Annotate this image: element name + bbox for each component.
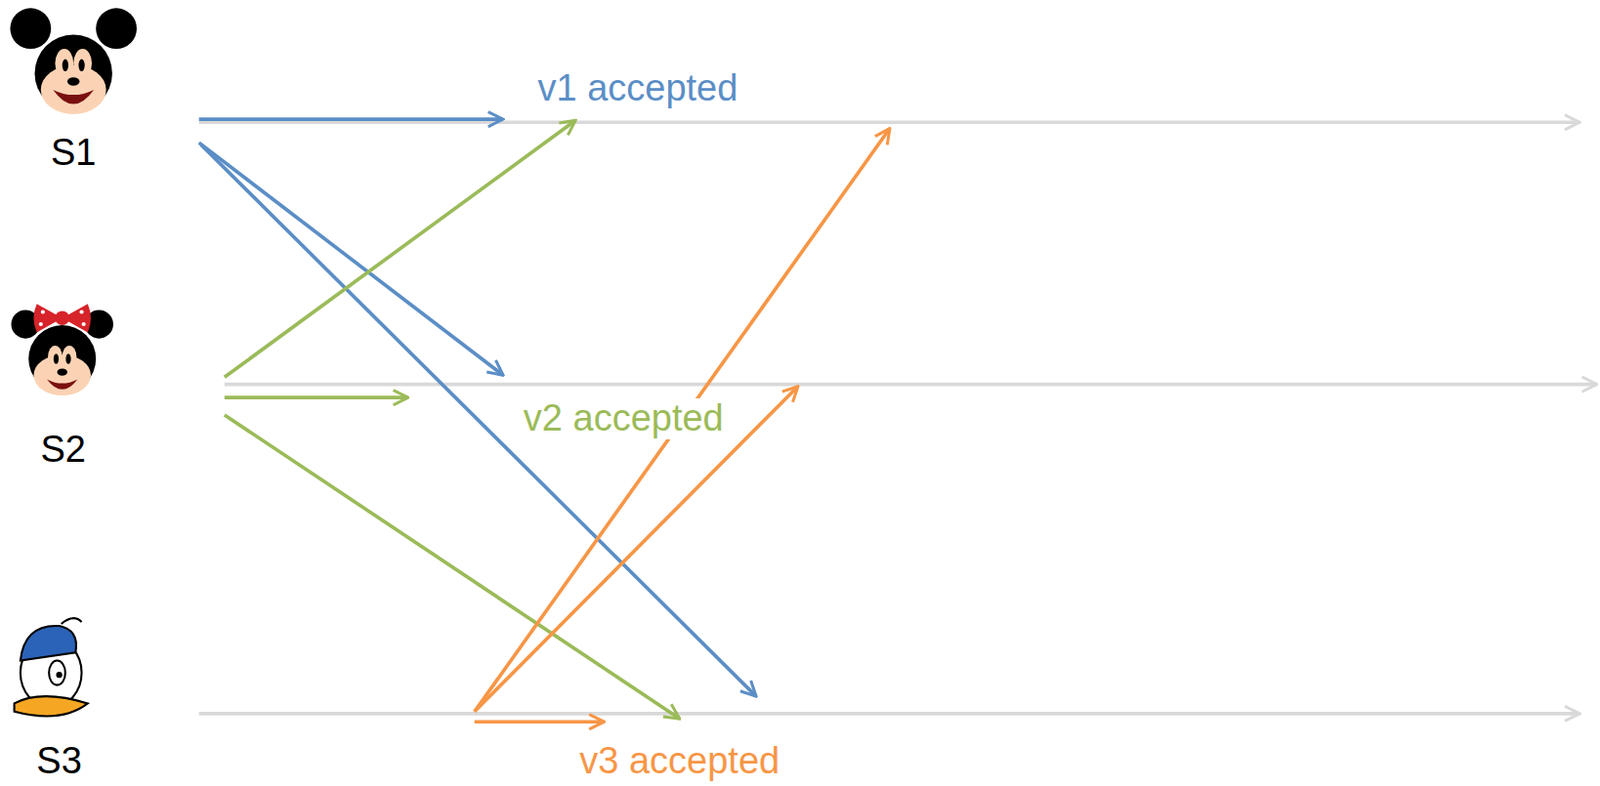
server-name: S1: [50, 132, 96, 174]
s1-messages: [199, 119, 757, 697]
timeline: [199, 122, 1598, 715]
server-name: S3: [36, 741, 82, 783]
server-name: S2: [41, 429, 86, 471]
status-label: v3 accepted: [579, 741, 780, 783]
status-label: v2 accepted: [519, 398, 728, 440]
s3-messages: [474, 128, 890, 723]
mickey-icon: [9, 7, 137, 115]
donald-icon: [14, 618, 88, 716]
minnie-icon: [10, 303, 113, 396]
status-label: v1 accepted: [537, 68, 738, 110]
